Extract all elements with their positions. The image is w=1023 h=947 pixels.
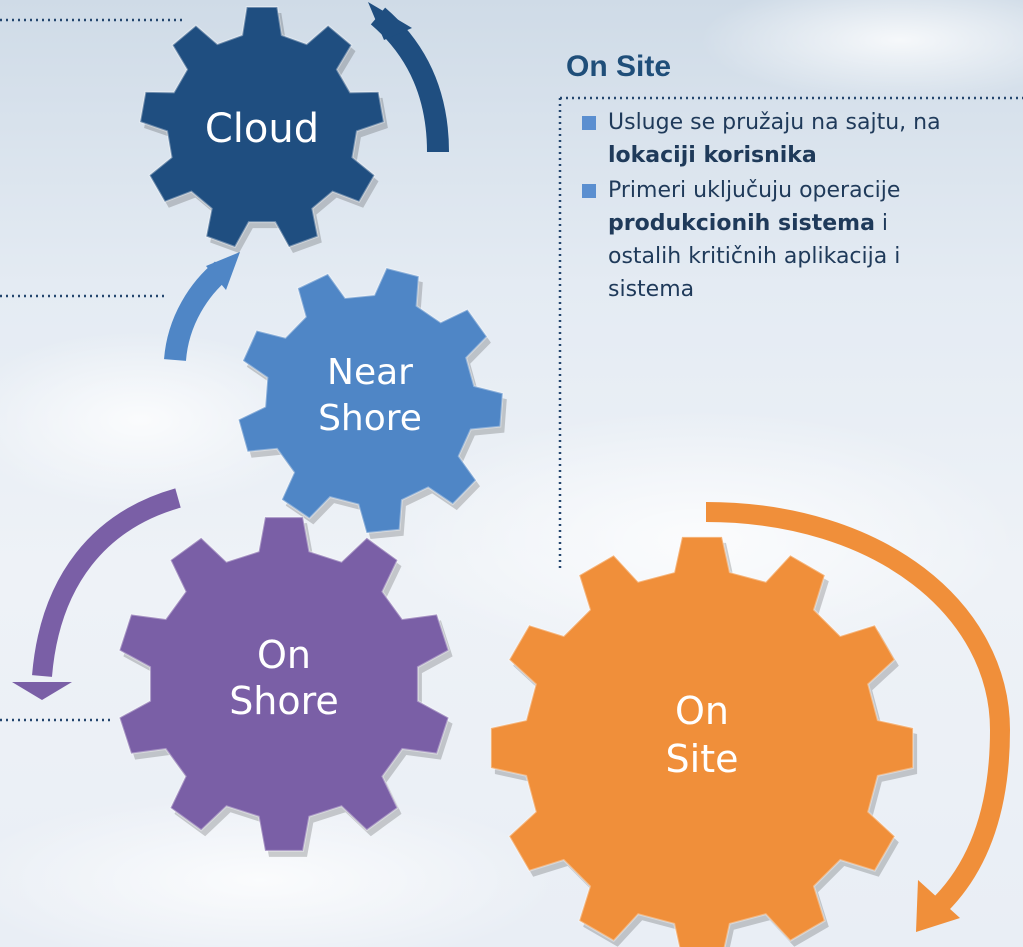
cloud-highlight — [700, 0, 1023, 100]
arrow-near-shore — [164, 261, 230, 362]
gear-on-shore-label-2: Shore — [229, 679, 339, 723]
info-title: On Site — [566, 50, 672, 83]
cloud-highlight — [0, 790, 560, 947]
arrow-on-site-head — [916, 880, 960, 932]
gear-near-shore-label-2: Shore — [318, 398, 422, 439]
arrow-cloud-head — [368, 2, 412, 40]
bullet-2-rest-1: i — [874, 211, 889, 236]
gear-on-shore-label-1: On — [257, 633, 311, 677]
arrow-near-shore-head — [206, 252, 240, 290]
dotted-guides — [0, 18, 1023, 722]
gear-near-shore-label-1: Near — [327, 352, 413, 393]
arrow-on-shore — [32, 488, 181, 677]
gear-layer — [118, 6, 918, 947]
gear-on-site — [489, 535, 915, 947]
info-bullets: Usluge se pružaju na sajtu, na lokaciji … — [582, 106, 1023, 308]
gear-on-shore — [118, 516, 450, 852]
bullet-item-1: Usluge se pružaju na sajtu, na lokaciji … — [582, 106, 1023, 172]
bullet-1-bold: lokaciji korisnika — [608, 143, 817, 168]
gear-cloud-label: Cloud — [205, 106, 319, 152]
arrow-on-site — [705, 502, 1011, 913]
bullet-square-icon — [582, 116, 596, 130]
gear-cloud — [138, 6, 386, 249]
bullet-2-text: Primeri uključuju operacije — [608, 178, 901, 203]
arrow-on-shore-head — [12, 682, 72, 700]
gear-on-site-label-1: On — [675, 689, 729, 733]
bullet-square-icon — [582, 184, 596, 198]
bullet-1-text: Usluge se pružaju na sajtu, na — [608, 110, 941, 135]
bullet-2-rest-3: sistema — [608, 277, 695, 302]
bullet-2-bold: produkcionih sistema — [608, 211, 875, 236]
bullet-item-2: Primeri uključuju operacije produkcionih… — [582, 174, 1023, 306]
gear-on-site-label-2: Site — [666, 737, 739, 781]
bullet-2-rest-2: ostalih kritičnih aplikacija i — [608, 244, 901, 269]
gear-near-shore — [237, 266, 504, 535]
cloud-highlight — [0, 330, 320, 510]
